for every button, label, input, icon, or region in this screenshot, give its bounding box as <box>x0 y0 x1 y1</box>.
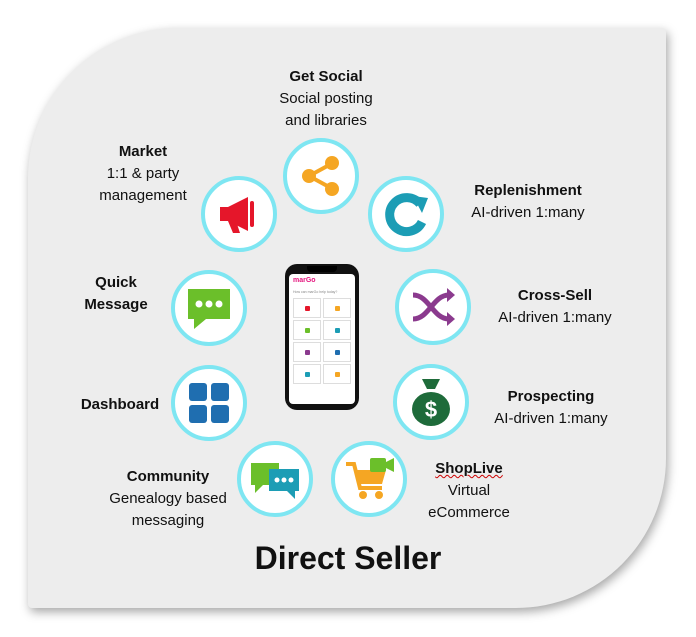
label-line: Virtual <box>447 482 491 499</box>
label-line: 1:1 & party <box>106 165 180 182</box>
label-line: AI-driven 1:many <box>498 309 612 326</box>
label-line: messaging <box>131 512 205 529</box>
label-title: Community <box>126 468 210 485</box>
megaphone-icon <box>304 305 310 311</box>
label-title: Cross-Sell <box>517 287 593 304</box>
community-chat-icon <box>251 463 299 499</box>
circle-cross-sell[interactable] <box>395 269 471 345</box>
label-title: Prospecting <box>507 388 595 405</box>
circle-get-social[interactable] <box>283 138 359 214</box>
app-tile[interactable] <box>323 298 351 318</box>
money-bag-icon: $ <box>412 379 450 426</box>
label-line: Genealogy based <box>109 490 227 507</box>
label-cross-sell: Cross-Sell AI-driven 1:many <box>480 285 630 329</box>
app-tile[interactable] <box>293 342 321 362</box>
app-tile[interactable] <box>323 342 351 362</box>
phone-notch <box>307 266 337 272</box>
app-tile[interactable] <box>293 298 321 318</box>
circle-quick-message[interactable] <box>171 270 247 346</box>
app-tile[interactable] <box>323 320 351 340</box>
label-title: Replenishment <box>474 182 582 199</box>
page-title: Direct Seller <box>254 540 442 576</box>
app-tile[interactable] <box>293 320 321 340</box>
label-title: Dashboard <box>80 396 160 413</box>
label-prospecting: Prospecting AI-driven 1:many <box>476 386 626 430</box>
app-logo: marGo <box>293 277 316 284</box>
shuffle-icon <box>304 349 310 355</box>
label-line: Social posting <box>279 90 373 107</box>
dashboard-grid-icon <box>189 383 229 423</box>
label-title: Get Social <box>289 68 363 85</box>
label-line: AI-driven 1:many <box>494 410 608 427</box>
label-line: eCommerce <box>428 504 510 521</box>
circle-dashboard[interactable] <box>171 365 247 441</box>
community-chat-icon <box>304 371 310 377</box>
label-title: ShopLive <box>435 460 503 477</box>
share-icon <box>302 156 339 196</box>
label-title-line2: Message <box>84 296 148 313</box>
app-prompt: How can marGo help today? <box>293 290 338 294</box>
app-tile[interactable] <box>293 364 321 384</box>
chat-bubble-icon <box>188 289 230 329</box>
circle-market[interactable] <box>201 176 277 252</box>
label-market: Market 1:1 & party management <box>73 141 213 207</box>
label-line: AI-driven 1:many <box>471 204 585 221</box>
app-tile[interactable] <box>323 364 351 384</box>
phone-mockup: marGo How can marGo help today? <box>285 264 359 410</box>
phone-screen: marGo How can marGo help today? <box>289 274 355 404</box>
chat-bubble-icon <box>304 327 310 333</box>
label-get-social: Get Social Social posting and libraries <box>246 66 406 132</box>
megaphone-icon <box>220 197 254 233</box>
circle-replenishment[interactable] <box>368 176 444 252</box>
circle-prospecting[interactable]: $ <box>393 364 469 440</box>
cart-video-icon <box>334 371 340 377</box>
label-dashboard: Dashboard <box>60 394 180 416</box>
refresh-icon <box>385 193 428 237</box>
refresh-icon <box>334 327 340 333</box>
label-replenishment: Replenishment AI-driven 1:many <box>458 180 598 224</box>
label-title: Market <box>118 143 168 160</box>
app-menu-grid <box>293 298 351 384</box>
label-shoplive: ShopLive Virtual eCommerce <box>414 458 524 524</box>
label-community: Community Genealogy based messaging <box>88 466 248 532</box>
svg-text:$: $ <box>425 397 437 422</box>
label-title: Quick <box>95 274 137 291</box>
circle-shoplive[interactable] <box>331 441 407 517</box>
dashboard-grid-icon <box>334 349 340 355</box>
label-line: and libraries <box>285 112 367 129</box>
circle-community[interactable] <box>237 441 313 517</box>
cart-video-icon <box>346 458 394 499</box>
label-line: management <box>99 187 187 204</box>
shuffle-icon <box>412 288 455 326</box>
share-icon <box>334 305 340 311</box>
label-quick-message: Quick Message <box>76 272 156 316</box>
